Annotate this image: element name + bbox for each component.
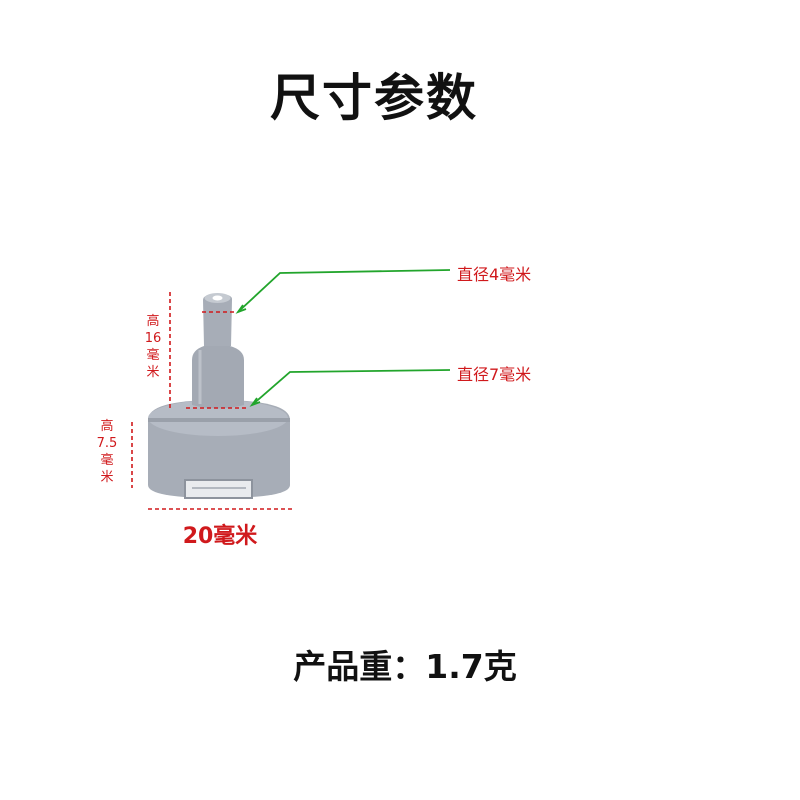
diameter-top-label: 直径4毫米	[457, 265, 532, 284]
product-weight: 产品重：1.7克	[293, 647, 517, 686]
arrow-mid-head	[249, 397, 261, 407]
arrow-mid	[251, 369, 451, 406]
product-image	[148, 293, 290, 499]
arrows	[235, 269, 451, 407]
arrow-top	[237, 269, 451, 313]
width-label: 20毫米	[182, 524, 258, 549]
page-title: 尺寸参数	[270, 69, 478, 127]
diameter-mid-label: 直径7毫米	[457, 365, 532, 384]
arrow-top-head	[235, 304, 247, 314]
dimension-lines	[131, 292, 292, 510]
